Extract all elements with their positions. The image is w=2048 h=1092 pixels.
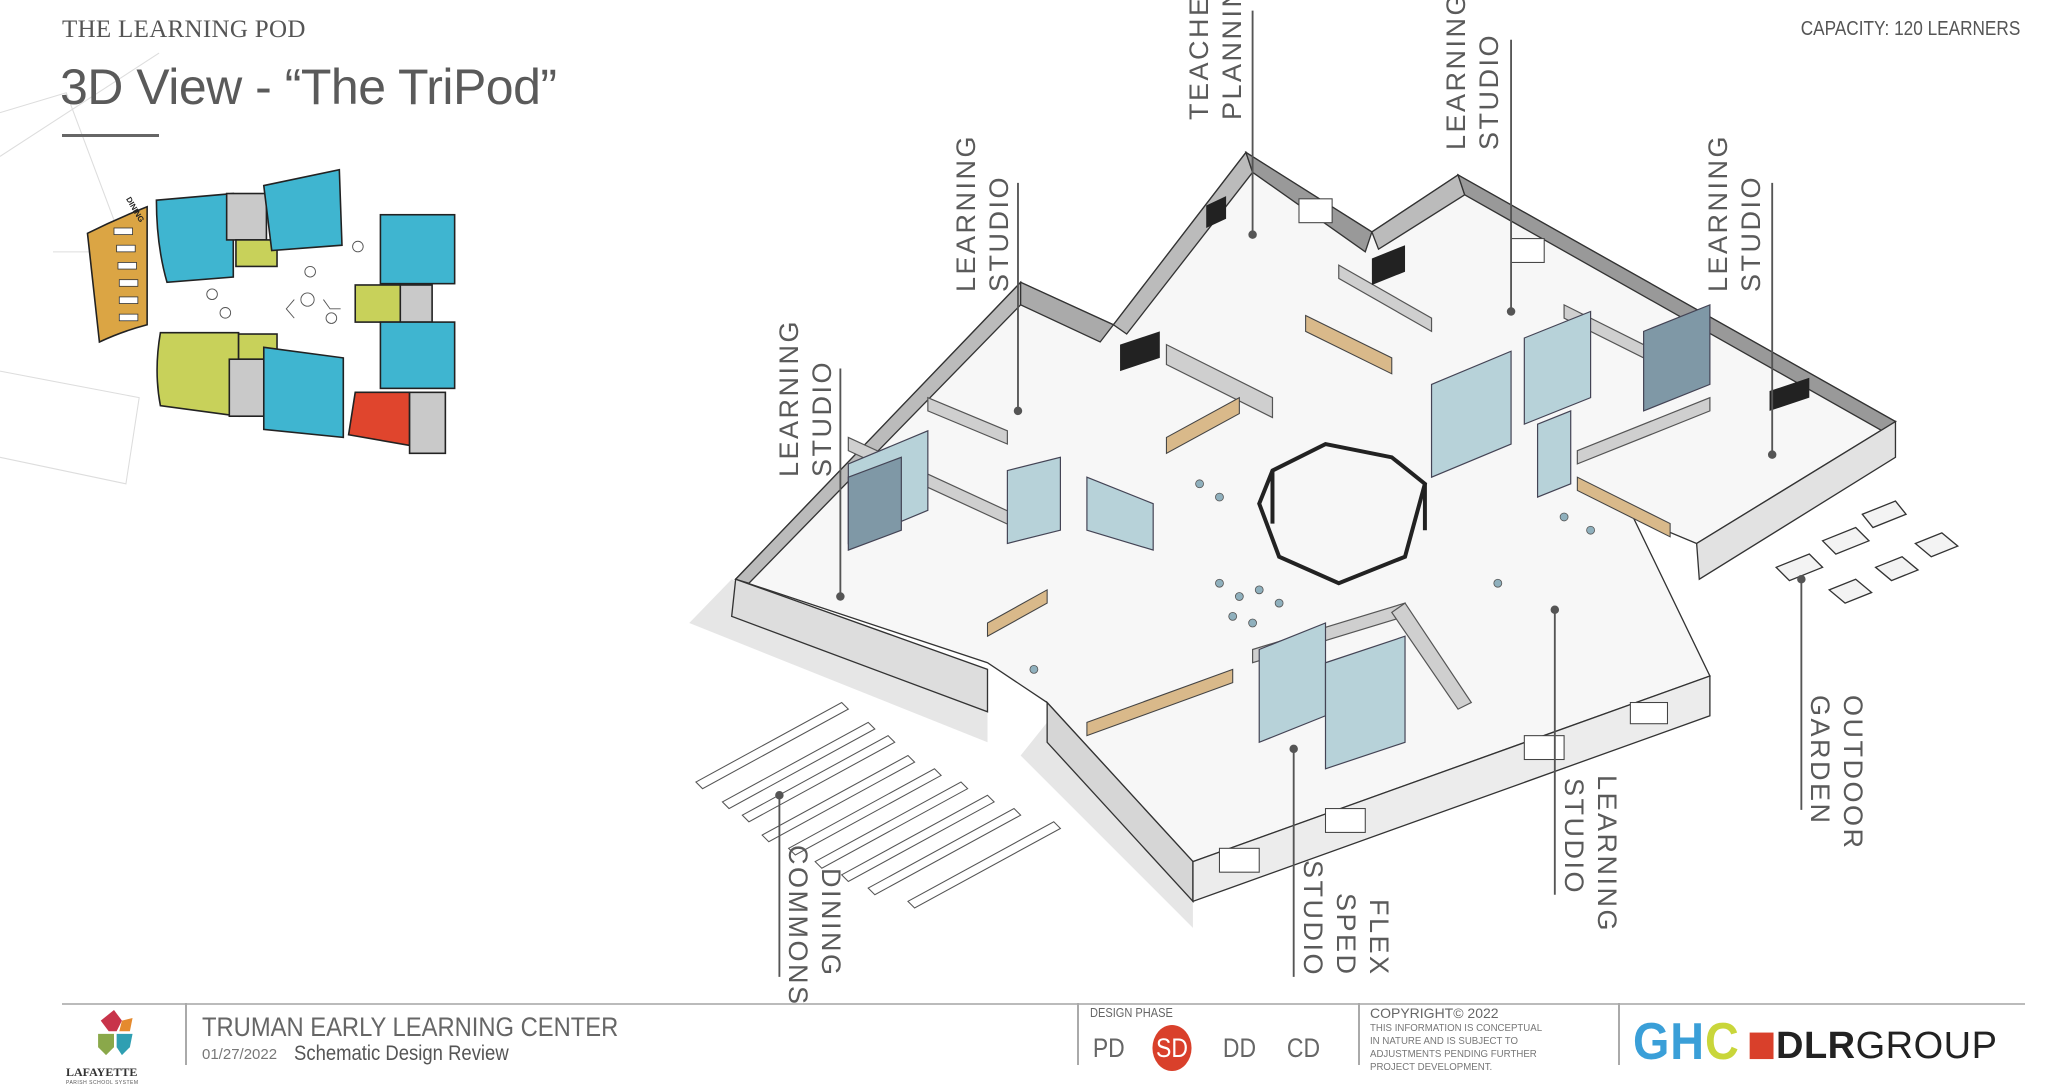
label-line: LEARNING <box>1441 0 1471 150</box>
label-line: LEARNING <box>1592 775 1622 934</box>
footer-separator <box>1077 1003 1079 1065</box>
label-line: GARDEN <box>1805 695 1835 826</box>
floor-plan-thumbnail: DINING <box>86 168 456 455</box>
dlr-logo-bold: DLR <box>1776 1025 1856 1067</box>
lafayette-logo <box>98 1010 133 1056</box>
capacity-label: CAPACITY: 120 LEARNERS <box>1800 18 2020 40</box>
copyright: COPYRIGHT© 2022 <box>1370 1005 1499 1021</box>
phase-sd-active: SD <box>1152 1025 1192 1071</box>
label-line: COMMONS <box>783 845 813 1007</box>
label-line: STUDIO <box>1298 859 1328 977</box>
phase-dd: DD <box>1222 1033 1257 1063</box>
dining-tables <box>695 701 1062 909</box>
label-line: DINING <box>816 867 846 978</box>
dlr-group-logo: DLRGROUP <box>1776 1025 1997 1068</box>
footer-separator <box>1358 1003 1360 1065</box>
section-kicker: THE LEARNING POD <box>62 16 306 43</box>
dlr-logo-rest: GROUP <box>1855 1025 1998 1067</box>
label-line: OUTDOOR <box>1838 695 1868 851</box>
dlr-logo-mark <box>1749 1032 1774 1060</box>
phase-cd: CD <box>1286 1033 1321 1063</box>
footer-separator <box>1618 1003 1620 1065</box>
disclaimer: THIS INFORMATION IS CONCEPTUAL IN NATURE… <box>1370 1022 1542 1073</box>
label-line: STUDIO <box>1559 777 1589 895</box>
label-line: LEARNING <box>774 318 804 477</box>
label-line: STUDIO <box>984 174 1014 292</box>
design-phase-label: DESIGN PHASE <box>1090 1005 1173 1020</box>
title-underline <box>62 134 159 137</box>
review-subtitle: Schematic Design Review <box>294 1042 509 1065</box>
org-logo-subtext: PARISH SCHOOL SYSTEM <box>66 1080 139 1086</box>
label-line: PLANNING <box>1217 0 1247 120</box>
label-leaders <box>775 10 1806 977</box>
project-name: TRUMAN EARLY LEARNING CENTER <box>202 1012 619 1042</box>
org-logo-text: LAFAYETTE <box>66 1065 138 1079</box>
label-line: STUDIO <box>1736 174 1766 292</box>
label-line: STUDIO <box>1474 32 1504 150</box>
label-line: FLEX SPED <box>1331 893 1394 977</box>
label-line: LEARNING <box>1703 133 1733 292</box>
label-line: TEACHER <box>1184 0 1214 120</box>
label-line: STUDIO <box>807 359 837 477</box>
garden-planters <box>1774 500 1960 604</box>
footer-divider <box>62 1003 2025 1005</box>
isometric-building <box>689 150 1897 928</box>
footer-separator <box>185 1003 187 1065</box>
review-date: 01/27/2022 <box>202 1046 278 1063</box>
phase-pd: PD <box>1092 1033 1125 1063</box>
label-line: LEARNING <box>951 133 981 292</box>
ghc-logo: GHC <box>1633 1013 1740 1071</box>
page-title: 3D View - “The TriPod” <box>60 59 557 115</box>
